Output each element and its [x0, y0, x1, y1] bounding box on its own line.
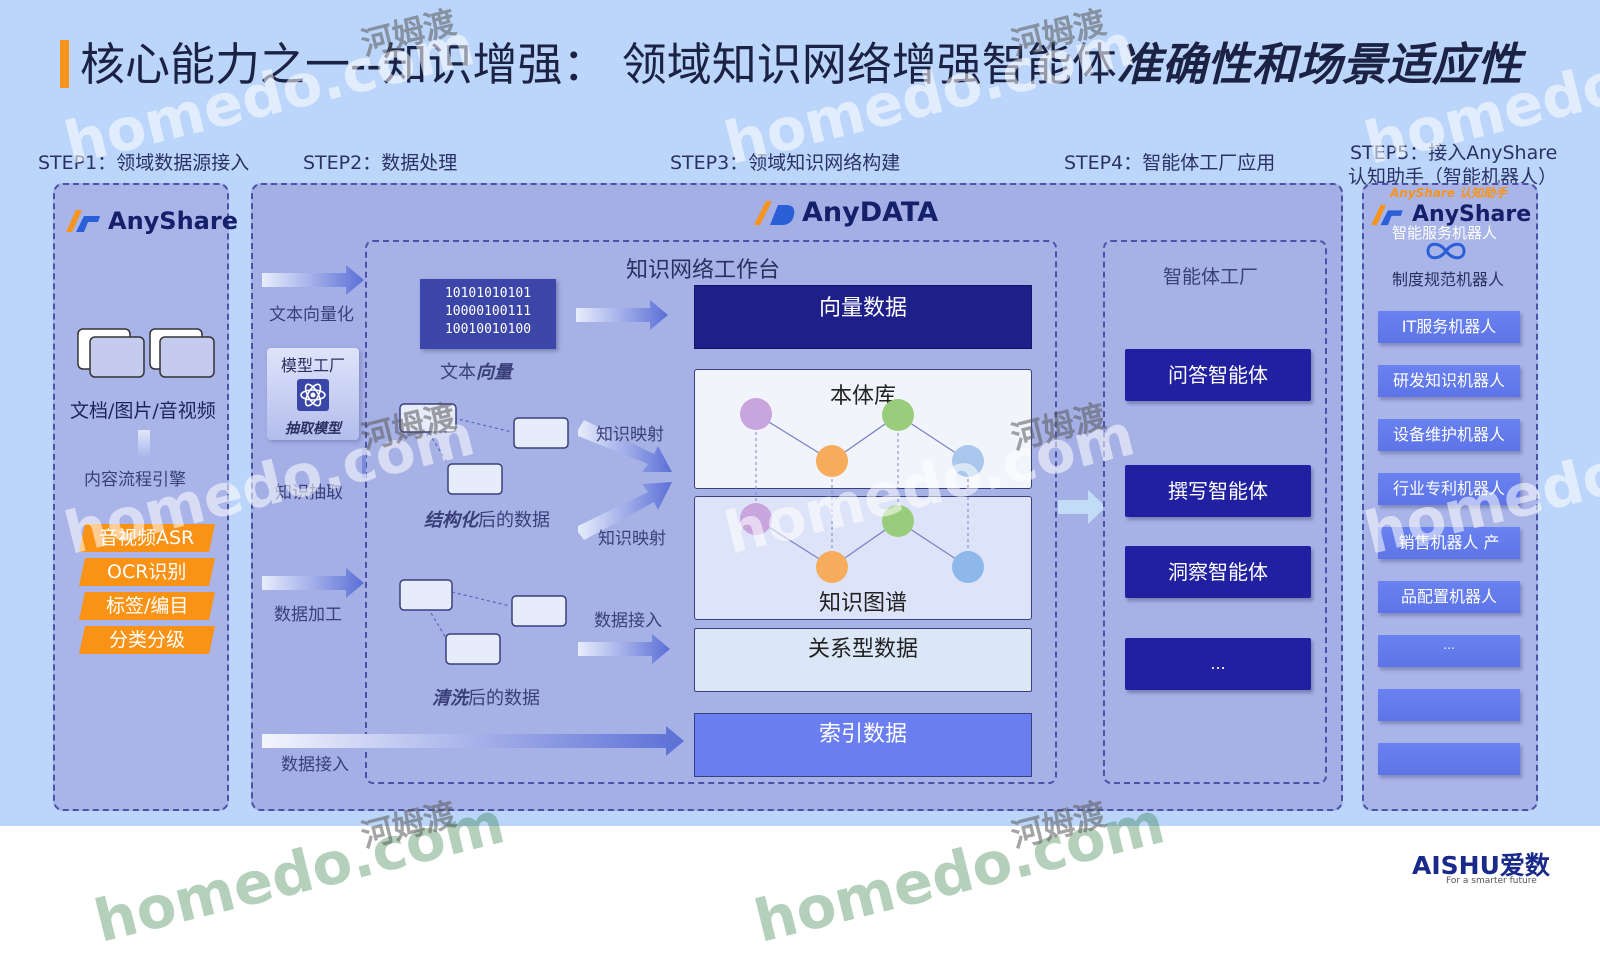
page-title: 核心能力之一--知识增强： 领域知识网络增强智能体准确性和场景适应性 — [80, 36, 1522, 94]
agent-factory-title: 智能体工厂 — [1163, 266, 1259, 288]
binary-line-2: 10000100111 — [444, 304, 532, 319]
service-robot-label: 智能服务机器人 — [1392, 224, 1498, 242]
policy-robot-label: 制度规范机器人 — [1392, 270, 1505, 289]
index-data-block: 索引数据 — [694, 713, 1032, 777]
tag-classify-text: 分类分级 — [108, 629, 185, 651]
flow-connector — [138, 430, 150, 458]
text-vec-emph: 向量 — [476, 362, 512, 383]
structured-data-caption: 结构化后的数据 — [424, 506, 550, 532]
tag-catalog: 标签/编目 — [79, 592, 215, 620]
step5-label-line1: STEP5：接入AnyShare — [1350, 142, 1558, 164]
step5-label-line2: 认知助手（智能机器人） — [1348, 166, 1558, 188]
ontology-label: 本体库 — [829, 384, 896, 409]
step2-label: STEP2：数据处理 — [303, 152, 458, 174]
arrow-mapping-2 — [578, 482, 672, 540]
arrow-extract-mini — [362, 448, 366, 478]
writing-agent-button[interactable]: 撰写智能体 — [1125, 465, 1311, 517]
mapping-label-1: 知识映射 — [596, 425, 664, 445]
data-ingest-label: 数据接入 — [281, 755, 349, 775]
anyshare-logo-right: AnyShare — [1368, 202, 1531, 227]
documents-icon — [77, 328, 215, 378]
model-factory-label: 模型工厂 — [280, 356, 345, 375]
robot-sales[interactable]: 销售机器人 产 — [1378, 527, 1520, 559]
anyshare-logo-right-text: AnyShare — [1412, 202, 1532, 227]
robot-it-service[interactable]: IT服务机器人 — [1378, 311, 1520, 343]
relational-data-block: 关系型数据 — [694, 628, 1032, 692]
mapping-label-2: 知识映射 — [598, 529, 666, 549]
binary-vector-block: 10101010101 10000100111 10010010100 — [420, 279, 556, 349]
knowledge-extract-label: 知识抽取 — [275, 483, 343, 503]
tag-ocr-text: OCR识别 — [107, 561, 187, 583]
engine-label: 内容流程引擎 — [84, 470, 186, 490]
index-data-label: 索引数据 — [818, 722, 907, 747]
robot-equipment[interactable]: 设备维护机器人 — [1378, 419, 1520, 451]
structured-suffix: 后的数据 — [478, 510, 550, 531]
arrow-to-vector — [576, 300, 668, 330]
assistant-brand-small: AnyShare 认知助手 — [1390, 186, 1508, 200]
aishu-logo: AISHU爱数 — [1412, 851, 1550, 880]
text-vec-prefix: 文本 — [440, 362, 476, 383]
anydata-logo-text: AnyDATA — [802, 197, 939, 228]
tag-ocr: OCR识别 — [79, 558, 215, 586]
robot-patent[interactable]: 行业专利机器人 — [1378, 473, 1520, 505]
knowledge-graph-label: 知识图谱 — [818, 591, 907, 616]
datasource-panel — [53, 183, 229, 811]
graph-nodes — [740, 398, 984, 583]
infinity-icon — [1426, 242, 1466, 260]
step1-label: STEP1：领域数据源接入 — [38, 152, 250, 174]
title-main: 核心能力之一--知识增强： 领域知识网络增强智能体 — [80, 38, 1117, 91]
step3-label: STEP3：领域知识网络构建 — [670, 152, 901, 174]
data-process-label: 数据加工 — [274, 605, 342, 625]
cleaned-data-caption: 清洗后的数据 — [432, 684, 540, 710]
qa-agent-button[interactable]: 问答智能体 — [1125, 349, 1311, 401]
ingest-label-2: 数据接入 — [594, 611, 662, 631]
anyshare-logo-left: AnyShare — [64, 207, 238, 235]
arrow-to-factory — [1058, 490, 1106, 524]
tag-catalog-text: 标签/编目 — [105, 595, 189, 617]
tag-asr-text: 音视频ASR — [99, 527, 195, 549]
tag-classify: 分类分级 — [79, 626, 215, 654]
insight-agent-button[interactable]: 洞察智能体 — [1125, 546, 1311, 598]
more-agent-button[interactable]: ... — [1125, 638, 1311, 690]
footer-area — [0, 826, 1600, 900]
robot-empty-1[interactable] — [1378, 689, 1520, 721]
relational-data-label: 关系型数据 — [807, 637, 918, 662]
arrow-text-vector — [262, 265, 364, 295]
step4-label: STEP4：智能体工厂应用 — [1064, 152, 1276, 174]
structured-emph: 结构化 — [424, 510, 478, 531]
anyshare-logo-text: AnyShare — [108, 207, 238, 235]
binary-line-1: 10101010101 — [444, 286, 532, 301]
cleaned-suffix: 后的数据 — [468, 688, 540, 709]
atom-icon — [297, 379, 329, 411]
text-vector-caption: 文本向量 — [440, 358, 512, 384]
anydata-logo-icon — [754, 200, 795, 225]
text-vector-label: 文本向量化 — [269, 305, 354, 325]
anyshare-logo-right-icon — [1371, 204, 1403, 225]
vector-data-label: 向量数据 — [818, 296, 907, 321]
robot-product-config[interactable]: 品配置机器人 — [1378, 581, 1520, 613]
model-factory-box: 模型工厂 抽取模型 — [267, 348, 359, 440]
binary-line-3: 10010010100 — [444, 322, 532, 337]
workbench-title: 知识网络工作台 — [626, 258, 781, 283]
anydata-logo: AnyDATA — [752, 197, 938, 228]
tag-asr: 音视频ASR — [79, 524, 215, 552]
cleaned-emph: 清洗 — [432, 688, 468, 709]
arrow-data-ingest-long — [262, 726, 684, 756]
title-emphasis: 准确性和场景适应性 — [1116, 38, 1522, 91]
robot-rd-knowledge[interactable]: 研发知识机器人 — [1378, 365, 1520, 397]
robot-empty-2[interactable] — [1378, 743, 1520, 775]
arrow-data-process — [262, 568, 364, 598]
cleaned-data-graph — [399, 579, 567, 665]
aishu-tagline: For a smarter future — [1446, 876, 1537, 886]
arrow-mapping-1 — [578, 420, 672, 472]
vector-data-block: 向量数据 — [694, 285, 1032, 349]
structured-data-graph — [399, 403, 569, 495]
robot-more[interactable]: ... — [1378, 635, 1520, 667]
extract-model-label: 抽取模型 — [285, 421, 341, 437]
title-accent-bar — [60, 40, 69, 88]
arrow-ingest-2 — [578, 634, 670, 664]
anyshare-logo-icon — [66, 210, 100, 232]
docs-label: 文档/图片/音视频 — [70, 400, 216, 422]
